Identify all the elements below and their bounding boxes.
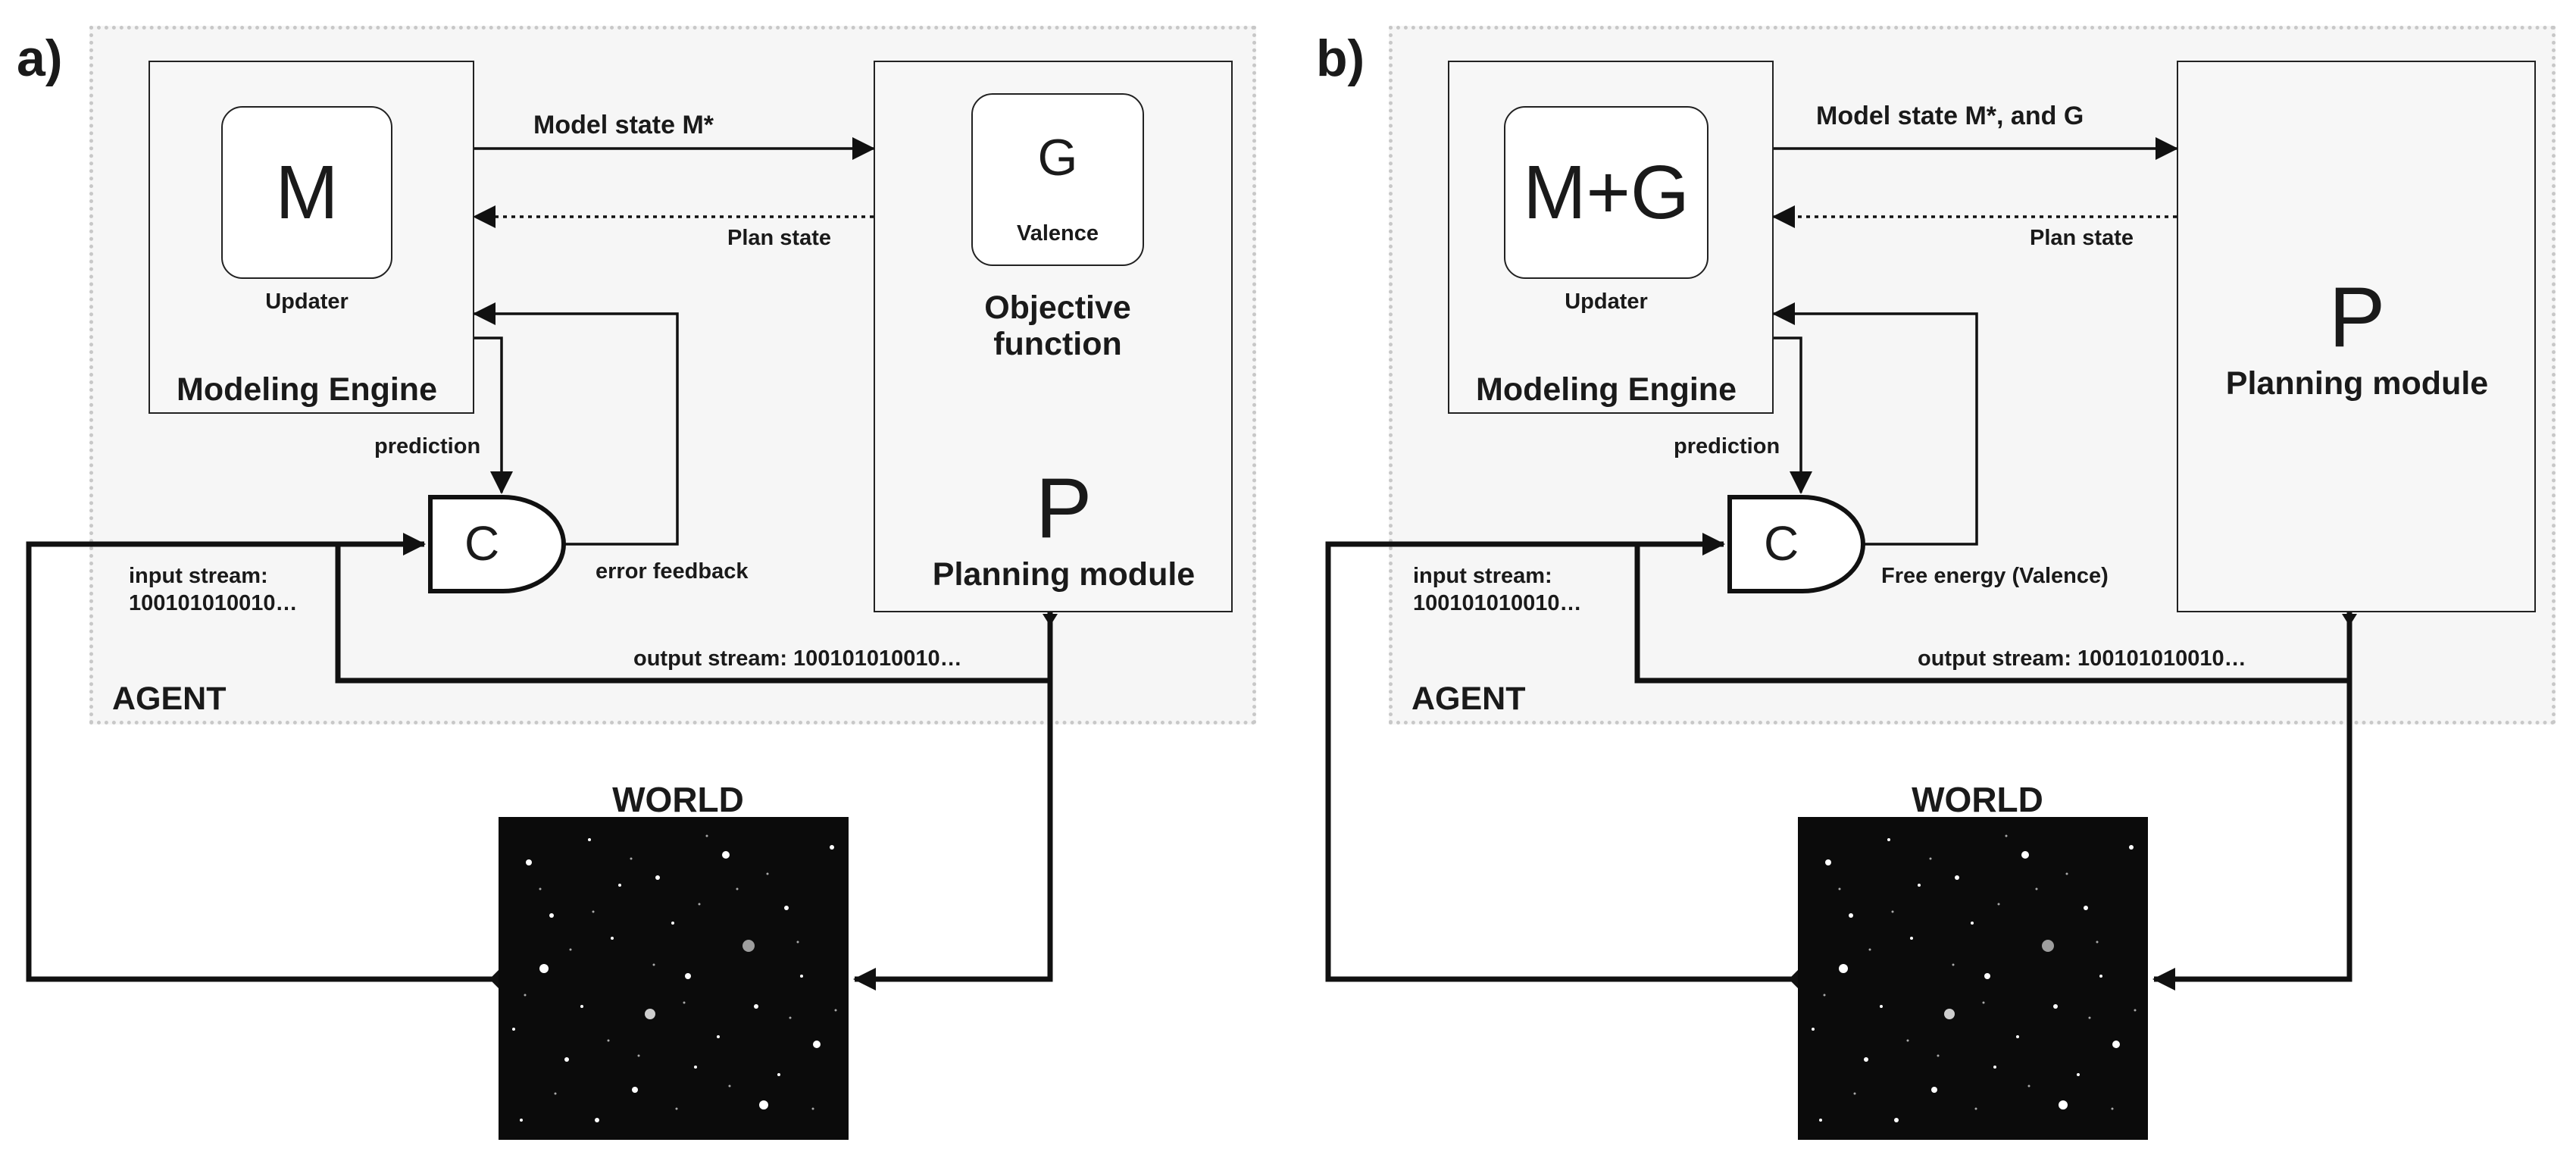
comparator-gate [1727,495,1865,593]
prediction-label: prediction [1674,434,1780,459]
world-image [1798,817,2148,1140]
model-box: M+G [1504,106,1708,279]
panel-label: a) [17,30,63,87]
prediction-label: prediction [374,434,481,459]
feedback-arrow [473,302,679,546]
connector-lines [1325,137,2357,991]
planning-module-label: Planning module [932,556,1196,593]
planning-module-box [2177,61,2536,612]
comparator-letter: C [464,516,500,571]
comparator-letter: C [1764,516,1799,571]
world-image [499,817,849,1140]
panel-b: b) M+G Updater Modeling Engine P Plannin… [1299,0,2576,1158]
panel-label: b) [1316,30,1365,87]
world-label: WORLD [612,780,744,819]
prediction-arrow [1774,336,1812,494]
valence-label: Valence [1016,221,1099,246]
model-letter: M+G [1523,149,1690,235]
modeling-engine-label: Modeling Engine [177,371,437,408]
goal-letter: G [1037,129,1078,186]
feedback-label: error feedback [596,559,749,584]
world-label: WORLD [1912,780,2043,819]
panel-a: a) M Updater Modeling Engine G Valence O… [17,26,1256,1140]
model-box: M [221,106,392,279]
output-stream-line [1634,544,2349,684]
model-state-label: Model state M* [533,111,714,139]
input-stream-bits: 100101010010… [129,591,298,615]
agent-label: AGENT [112,681,227,717]
comparator-gate [428,495,566,593]
planning-letter: P [1035,461,1093,556]
input-stream-label: input stream: [129,564,268,588]
input-stream-label: input stream: [1413,564,1552,588]
star-field [499,817,849,1140]
feedback-arrow [1772,302,1978,546]
input-stream-line [1325,533,1798,982]
world-input-arrow [2152,612,2352,991]
world-input-arrow [853,612,1053,991]
plan-state-label: Plan state [2030,226,2134,250]
model-state-label: Model state M*, and G [1816,102,2084,130]
updater-label: Updater [1565,290,1648,314]
planning-module-label: Planning module [2225,365,2489,402]
input-stream-bits: 100101010010… [1413,591,1582,615]
objective-label-line1: Objective [984,290,1131,326]
prediction-arrow [474,336,513,494]
modeling-engine-label: Modeling Engine [1476,371,1737,408]
output-stream-line [335,544,1050,684]
agent-label: AGENT [1411,681,1526,717]
planning-letter: P [2328,270,2386,365]
updater-label: Updater [265,290,349,314]
connector-lines [26,137,1058,991]
objective-label-line2: function [993,326,1122,362]
plan-state-label: Plan state [727,226,831,250]
output-stream-label: output stream: 100101010010… [633,646,962,671]
feedback-label: Free energy (Valence) [1881,564,2109,588]
star-field [1798,817,2148,1140]
output-stream-label: output stream: 100101010010… [1918,646,2246,671]
goal-box: G Valence [971,93,1144,266]
input-stream-line [26,533,499,982]
model-letter: M [275,149,339,235]
